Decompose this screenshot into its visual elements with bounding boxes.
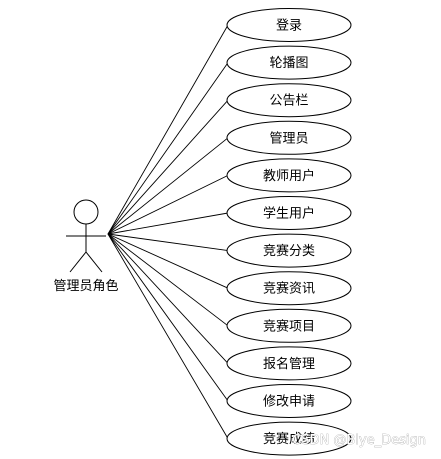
association-line (107, 233, 229, 439)
actor-head (73, 199, 99, 225)
association-line (107, 99, 229, 235)
use-case-label: 报名管理 (263, 356, 315, 372)
use-case-ellipse (226, 233, 352, 268)
actor: 管理员角色 (53, 199, 119, 294)
use-case[interactable]: 竞赛分类 (226, 233, 352, 268)
use-case-ellipse (226, 83, 352, 118)
use-case-ellipse (226, 8, 352, 42)
association-line (107, 233, 229, 289)
association-line (107, 212, 229, 235)
actor-label: 管理员角色 (53, 278, 118, 294)
use-case[interactable]: 公告栏 (226, 83, 352, 118)
use-case[interactable]: 报名管理 (226, 346, 352, 381)
actor-right-leg (85, 251, 103, 273)
association-line (107, 233, 229, 402)
use-case-label: 轮播图 (269, 56, 308, 71)
use-case-label: 公告栏 (269, 94, 308, 109)
use-case-list: 登录轮播图公告栏管理员教师用户学生用户竞赛分类竞赛资讯竞赛项目报名管理修改申请竞… (226, 8, 352, 456)
watermark: CSDN @Blye_Design (292, 433, 426, 448)
use-case[interactable]: 学生用户 (226, 196, 352, 230)
use-case[interactable]: 竞赛资讯 (226, 271, 352, 306)
association-line (107, 233, 229, 364)
association-line (107, 233, 229, 252)
association-line (107, 62, 229, 235)
association-line (107, 137, 229, 235)
use-case-ellipse (226, 196, 352, 230)
use-case-label: 教师用户 (263, 168, 315, 184)
use-case-label: 竞赛分类 (263, 243, 315, 259)
association-line (107, 24, 229, 235)
association-line (107, 233, 229, 327)
use-case-label: 竞赛资讯 (263, 281, 315, 297)
use-case-ellipse (226, 308, 352, 343)
use-case-label: 竞赛成绩 (263, 431, 315, 447)
use-case-label: 管理员 (269, 131, 308, 146)
use-case-label: 竞赛项目 (263, 318, 315, 334)
actor-left-leg (69, 251, 87, 273)
use-case-label: 学生用户 (263, 206, 315, 222)
use-case[interactable]: 竞赛成绩 (226, 421, 352, 456)
use-case[interactable]: 教师用户 (226, 158, 352, 193)
association-line (107, 174, 229, 235)
use-case-ellipse (226, 384, 352, 418)
use-case-ellipse (226, 421, 352, 456)
use-case-label: 修改申请 (263, 395, 315, 410)
use-case[interactable]: 管理员 (226, 120, 352, 155)
use-case[interactable]: 轮播图 (226, 45, 352, 80)
use-case-ellipse (226, 271, 352, 306)
use-case-ellipse (226, 120, 352, 155)
use-case[interactable]: 登录 (226, 8, 352, 42)
use-case-ellipse (226, 158, 352, 193)
use-case-ellipse (226, 45, 352, 80)
use-case[interactable]: 竞赛项目 (226, 308, 352, 343)
association-lines (107, 24, 229, 439)
use-case[interactable]: 修改申请 (226, 384, 352, 418)
use-case-ellipse (226, 346, 352, 381)
use-case-label: 登录 (276, 19, 302, 34)
